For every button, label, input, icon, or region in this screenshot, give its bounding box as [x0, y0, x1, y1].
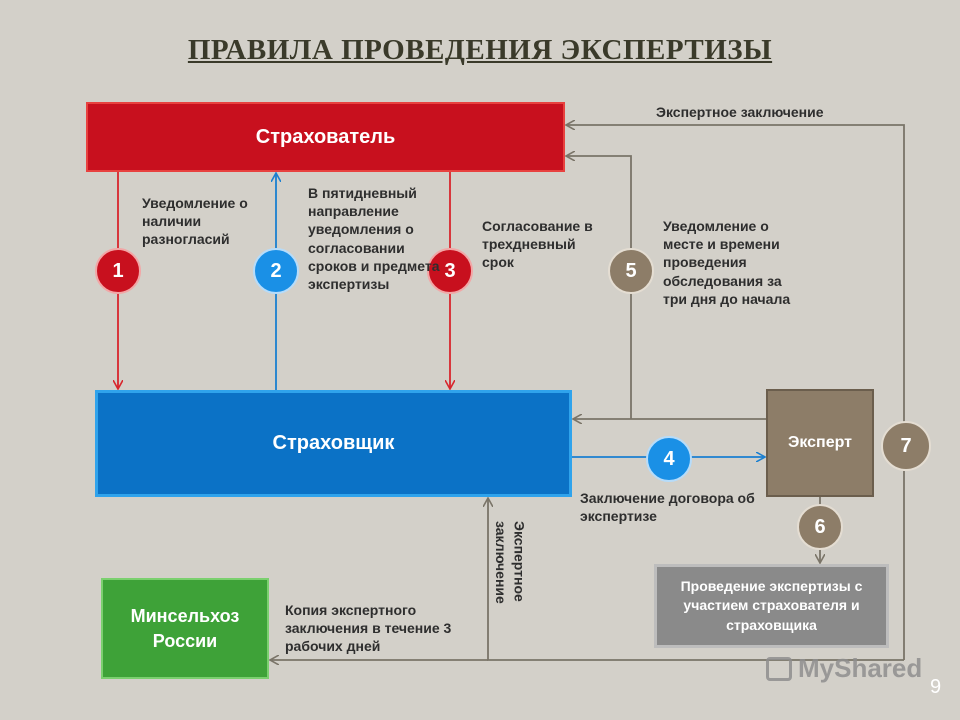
step-4-label: Заключение договора об экспертизе [580, 490, 755, 525]
step-2-badge: 2 [253, 248, 299, 294]
watermark-text: MyShared [798, 653, 923, 683]
vertical-expert-conclusion-label: Экспертное заключение [493, 521, 528, 604]
step-1-badge: 1 [95, 248, 141, 294]
arrow-step-7-top [567, 125, 905, 660]
copy-conclusion-label: Копия экспертного заключения в течение 3… [285, 602, 452, 655]
step-3-badge: 3 [427, 248, 473, 294]
page-title: ПРАВИЛА ПРОВЕДЕНИЯ ЭКСПЕРТИЗЫ [187, 34, 773, 66]
step-2-label: В пятидневный направление уведомления о … [308, 185, 440, 292]
step-1-label: Уведомление о наличии разногласий [142, 195, 248, 248]
step-6-badge: 6 [797, 504, 843, 550]
expert-box: Эксперт [766, 389, 874, 497]
arrow-step-5-up [567, 156, 632, 419]
page-number: 9 [930, 676, 942, 698]
step-5-label: Уведомление о месте и времени проведения… [663, 218, 791, 307]
insurer-box: Страхователь [86, 102, 565, 172]
conduct-expertise-box: Проведение экспертизы с участием страхов… [654, 564, 889, 648]
watermark: MyShared [766, 653, 922, 684]
presentation-icon [766, 656, 792, 681]
expert-conclusion-label: Экспертное заключение [656, 104, 824, 120]
insurance-company-box: Страховщик [95, 390, 572, 497]
step-4-badge: 4 [646, 436, 692, 482]
ministry-box: Минсельхоз России [101, 578, 269, 679]
step-3-label: Согласование в трехдневный срок [482, 218, 593, 271]
step-7-badge: 7 [881, 421, 931, 471]
step-5-badge: 5 [608, 248, 654, 294]
